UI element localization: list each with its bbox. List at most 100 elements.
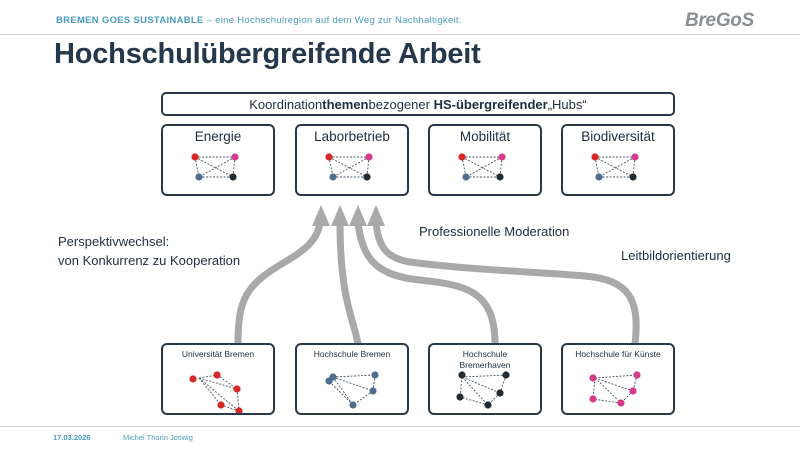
network-edge — [461, 374, 507, 378]
network-node — [349, 401, 357, 409]
hub-box-laborbetrieb: Laborbetrieb — [295, 124, 409, 196]
network-edge — [592, 398, 622, 404]
page-title: Hochschulübergreifende Arbeit — [54, 38, 481, 70]
network-edge — [328, 380, 354, 406]
uni-network-icon — [325, 371, 379, 409]
arrowhead-2 — [331, 205, 349, 226]
network-edge — [594, 156, 634, 178]
network-node — [595, 173, 603, 181]
arrowhead-3 — [349, 205, 367, 226]
network-edge — [236, 388, 240, 412]
hub-network-icon — [191, 153, 239, 181]
arrowhead-1 — [312, 205, 330, 226]
network-node — [213, 371, 221, 379]
header-project-text: BREMEN GOES SUSTAINABLE – eine Hochschul… — [56, 15, 462, 26]
coordination-text-2: themen — [322, 96, 369, 112]
coordination-text-4: HS-übergreifender — [433, 96, 548, 112]
footer-author: Michel Thorin Joswig — [123, 433, 193, 442]
network-node — [631, 153, 639, 161]
network-edge — [198, 377, 238, 390]
network-edge — [194, 156, 234, 178]
arrowhead-4 — [367, 205, 385, 226]
arrow-hochschule-bremerhaven — [354, 221, 499, 345]
header-bar: BREMEN GOES SUSTAINABLE – eine Hochschul… — [0, 0, 800, 34]
network-edge — [594, 377, 622, 404]
hub-label: Energie — [194, 129, 242, 144]
network-node — [462, 173, 470, 181]
hub-network-icon — [458, 153, 506, 181]
network-edge — [594, 374, 638, 379]
network-node — [589, 395, 597, 403]
network-node — [629, 173, 637, 181]
moderation-note: Professionelle Moderation — [419, 224, 570, 239]
network-node — [325, 153, 333, 161]
uni-network-icon — [589, 371, 641, 407]
uni-box-hochschule-bremen: Hochschule Bremen — [295, 343, 409, 415]
network-node — [496, 173, 504, 181]
uni-network-icon — [456, 371, 510, 409]
header-divider — [0, 34, 800, 35]
hub-network-icon — [325, 153, 373, 181]
footer-date: 17.03.2026 — [53, 433, 91, 442]
network-node — [217, 401, 225, 409]
uni-box-universitaet-bremen: Universität Bremen — [161, 343, 275, 415]
hub-box-biodiversitaet: Biodiversität — [561, 124, 675, 196]
leitbild-note: Leitbildorientierung — [621, 248, 731, 263]
perspective-line-2: von Konkurrenz zu Kooperation — [58, 253, 241, 268]
coordination-text-3: bezogener — [368, 96, 430, 112]
network-node — [496, 389, 504, 397]
hub-network-icon — [591, 153, 639, 181]
uni-label: Hochschule Bremerhaven — [459, 349, 511, 370]
bregos-logo: BreGoS — [685, 10, 754, 31]
hub-label: Laborbetrieb — [314, 129, 390, 144]
arrow-group — [234, 221, 640, 345]
network-edge — [372, 374, 376, 392]
network-node — [456, 393, 464, 401]
network-node — [629, 387, 637, 395]
network-edge — [461, 156, 501, 178]
network-node — [589, 374, 597, 382]
network-node — [633, 371, 641, 379]
footer-divider — [0, 426, 800, 427]
uni-label-multiline: Hochschule Bremerhaven — [430, 349, 540, 371]
uni-box-hochschule-kuenste: Hochschule für Künste — [561, 343, 675, 415]
hub-label: Biodiversität — [581, 129, 655, 144]
network-node — [484, 401, 492, 409]
perspective-line-1: Perspektivwechsel: — [58, 234, 170, 249]
network-edge — [198, 377, 222, 406]
perspective-note: Perspektivwechsel: von Konkurrenz zu Koo… — [58, 232, 240, 270]
uni-label: Universität Bremen — [181, 349, 255, 359]
network-edge — [216, 374, 238, 390]
network-edge — [594, 377, 634, 392]
network-node — [498, 153, 506, 161]
network-node — [195, 173, 203, 181]
uni-label: Hochschule Bremen — [313, 349, 391, 359]
network-node — [189, 375, 197, 383]
network-node — [369, 387, 377, 395]
hub-label: Mobilität — [459, 129, 511, 144]
uni-box-hochschule-bremerhaven: Hochschule Bremerhaven — [428, 343, 542, 415]
uni-label: Hochschule für Künste — [575, 349, 661, 359]
network-node — [617, 399, 625, 407]
network-edge — [459, 396, 489, 406]
network-edge — [198, 377, 240, 412]
network-edge — [332, 376, 374, 392]
arrow-hochschule-bremen — [336, 221, 362, 345]
network-node — [458, 371, 466, 379]
network-node — [458, 153, 466, 161]
network-node — [229, 173, 237, 181]
network-edge — [332, 374, 376, 378]
network-node — [502, 371, 510, 379]
network-edge — [328, 156, 368, 178]
network-edge — [352, 390, 374, 406]
hub-box-mobilitaet: Mobilität — [428, 124, 542, 196]
arrow-heads — [312, 205, 385, 226]
network-node — [235, 407, 243, 413]
network-node — [363, 173, 371, 181]
network-node — [231, 153, 239, 161]
network-node — [329, 173, 337, 181]
arrow-hochschule-kuenste — [372, 221, 640, 345]
network-edge — [332, 376, 354, 406]
header-project-rest: – eine Hochschulregion auf dem Weg zur N… — [203, 15, 462, 26]
